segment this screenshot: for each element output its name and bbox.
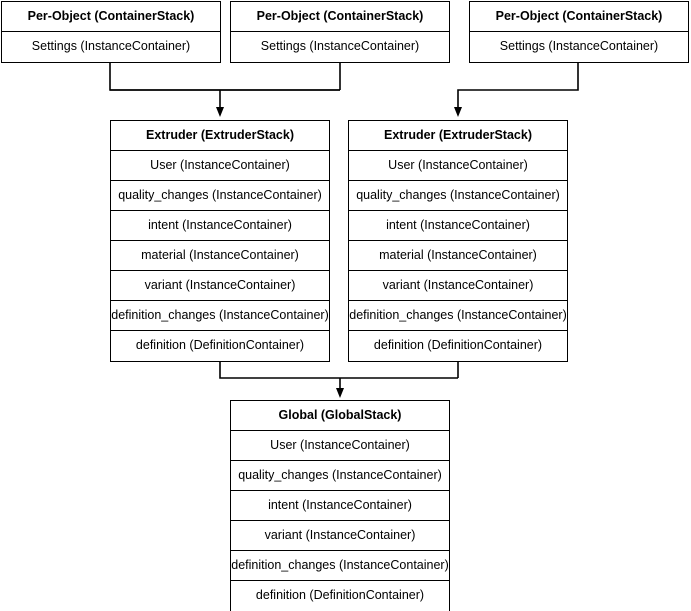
- node-extruder-2-row-material: material (InstanceContainer): [349, 241, 567, 271]
- node-per-object-1-row-settings: Settings (InstanceContainer): [2, 32, 220, 62]
- node-global-row-user: User (InstanceContainer): [231, 431, 449, 461]
- node-extruder-1-header: Extruder (ExtruderStack): [111, 121, 329, 151]
- node-extruder-2[interactable]: Extruder (ExtruderStack) User (InstanceC…: [348, 120, 568, 362]
- node-extruder-2-row-intent: intent (InstanceContainer): [349, 211, 567, 241]
- node-extruder-2-row-definition-changes: definition_changes (InstanceContainer): [349, 301, 567, 331]
- node-per-object-2[interactable]: Per-Object (ContainerStack) Settings (In…: [230, 1, 450, 63]
- node-per-object-1[interactable]: Per-Object (ContainerStack) Settings (In…: [1, 1, 221, 63]
- node-per-object-3[interactable]: Per-Object (ContainerStack) Settings (In…: [469, 1, 689, 63]
- node-extruder-1-row-user: User (InstanceContainer): [111, 151, 329, 181]
- node-global-header: Global (GlobalStack): [231, 401, 449, 431]
- node-per-object-3-row-settings: Settings (InstanceContainer): [470, 32, 688, 62]
- node-extruder-1-row-quality-changes: quality_changes (InstanceContainer): [111, 181, 329, 211]
- node-extruder-1-row-definition: definition (DefinitionContainer): [111, 331, 329, 361]
- node-global-row-definition-changes: definition_changes (InstanceContainer): [231, 551, 449, 581]
- node-per-object-2-header: Per-Object (ContainerStack): [231, 2, 449, 32]
- node-extruder-1[interactable]: Extruder (ExtruderStack) User (InstanceC…: [110, 120, 330, 362]
- node-extruder-2-row-user: User (InstanceContainer): [349, 151, 567, 181]
- node-extruder-2-row-variant: variant (InstanceContainer): [349, 271, 567, 301]
- node-extruder-1-row-intent: intent (InstanceContainer): [111, 211, 329, 241]
- node-global-row-intent: intent (InstanceContainer): [231, 491, 449, 521]
- node-extruder-1-row-variant: variant (InstanceContainer): [111, 271, 329, 301]
- node-extruder-2-row-quality-changes: quality_changes (InstanceContainer): [349, 181, 567, 211]
- edge-per-object-2-to-extruder-1: [110, 61, 341, 117]
- edge-extruder-2-to-global: [336, 361, 459, 398]
- node-per-object-2-row-settings: Settings (InstanceContainer): [231, 32, 449, 62]
- edge-extruder-1-to-global: [219, 361, 458, 379]
- edge-per-object-1-to-extruder-1: [109, 61, 340, 91]
- node-extruder-2-row-definition: definition (DefinitionContainer): [349, 331, 567, 361]
- node-extruder-1-row-material: material (InstanceContainer): [111, 241, 329, 271]
- node-global-row-definition: definition (DefinitionContainer): [231, 581, 449, 611]
- node-per-object-1-header: Per-Object (ContainerStack): [2, 2, 220, 32]
- node-extruder-2-header: Extruder (ExtruderStack): [349, 121, 567, 151]
- node-per-object-3-header: Per-Object (ContainerStack): [470, 2, 688, 32]
- edge-per-object-3-to-extruder-2: [454, 61, 579, 117]
- node-global-row-quality-changes: quality_changes (InstanceContainer): [231, 461, 449, 491]
- node-global[interactable]: Global (GlobalStack) User (InstanceConta…: [230, 400, 450, 611]
- node-global-row-variant: variant (InstanceContainer): [231, 521, 449, 551]
- node-extruder-1-row-definition-changes: definition_changes (InstanceContainer): [111, 301, 329, 331]
